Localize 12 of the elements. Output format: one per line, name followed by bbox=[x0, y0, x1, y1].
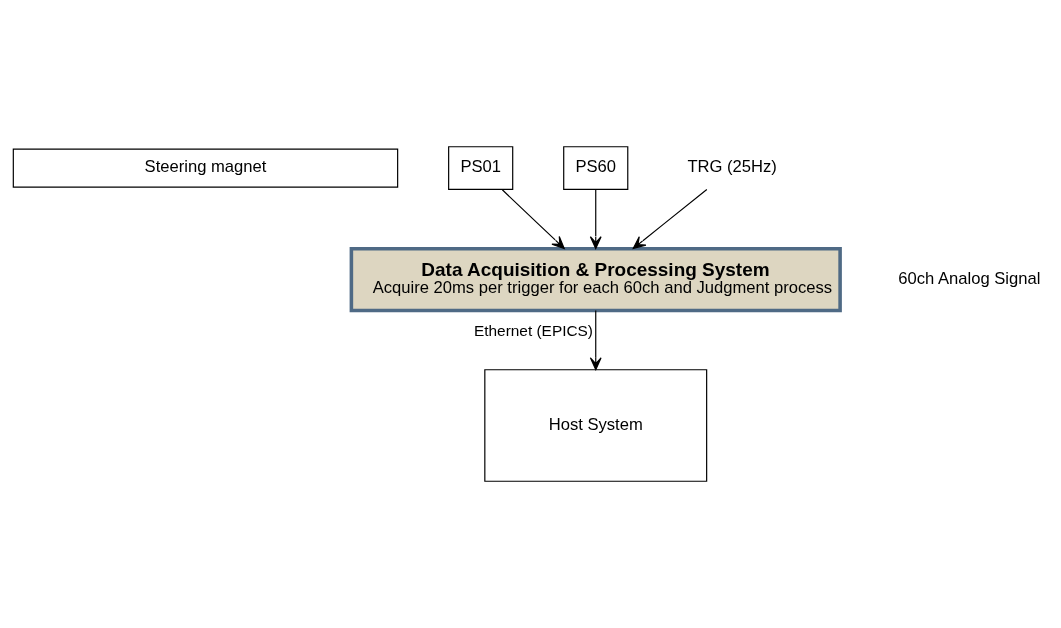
node-text: TRG (25Hz) bbox=[687, 157, 777, 177]
node-box: Host System bbox=[484, 369, 708, 482]
edge-label: Ethernet (EPICS) bbox=[473, 321, 593, 339]
arrow bbox=[589, 189, 602, 250]
node-box: PS01 bbox=[448, 146, 514, 191]
label: 60ch Analog Signal bbox=[898, 268, 1041, 288]
node-box: Data Acquisition & Processing System Acquire 20ms per trigger for each 60ch and Judgment process bbox=[349, 247, 842, 313]
node-box: Steering magnet bbox=[12, 148, 399, 188]
arrow bbox=[589, 309, 602, 371]
arrow bbox=[501, 189, 565, 250]
node-box: PS60 bbox=[563, 146, 629, 191]
arrow bbox=[632, 188, 708, 249]
